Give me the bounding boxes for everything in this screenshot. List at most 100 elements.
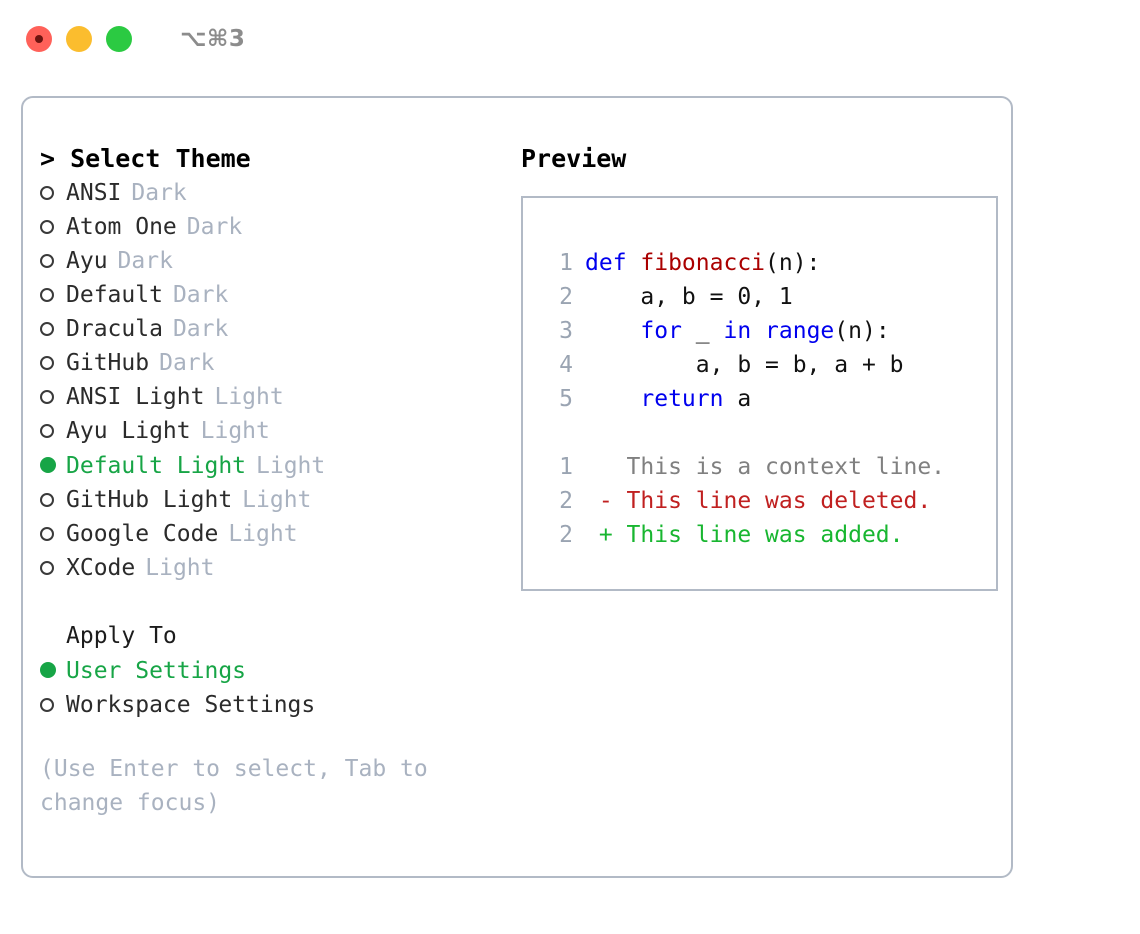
theme-name: Default <box>66 282 163 308</box>
radio-unselected-icon <box>40 483 66 517</box>
list-spacer <box>40 585 506 619</box>
code-token: return <box>640 386 724 412</box>
code-token <box>585 386 640 412</box>
diff-line: 2 + This line was added. <box>539 518 996 552</box>
theme-name: Ayu <box>66 248 108 274</box>
code-token: (n): <box>834 318 890 344</box>
radio-unselected-icon <box>40 688 66 722</box>
diff-text: + This line was added. <box>585 522 904 548</box>
diff-line: 2 - This line was deleted. <box>539 484 996 518</box>
theme-name: Default Light <box>66 453 247 479</box>
code-line: 5 return a <box>539 382 996 416</box>
code-token: def <box>585 250 641 276</box>
code-line: 2 a, b = 0, 1 <box>539 280 996 314</box>
help-text: (Use Enter to select, Tab to change focu… <box>40 756 442 816</box>
keyboard-shortcut-label: ⌥⌘3 <box>180 26 246 52</box>
theme-variant-tag: Dark <box>172 282 229 308</box>
code-token: (n): <box>765 250 821 276</box>
code-token <box>751 318 765 344</box>
code-text: def fibonacci(n): <box>585 246 820 280</box>
theme-variant-tag: Light <box>228 521 298 547</box>
theme-name: Google Code <box>66 521 219 547</box>
theme-list-item[interactable]: Ayu Light Light <box>40 414 506 448</box>
code-text: a, b = 0, 1 <box>585 280 793 314</box>
theme-variant-tag: Dark <box>131 180 187 206</box>
theme-name: GitHub <box>66 350 150 376</box>
radio-unselected-icon <box>40 312 66 346</box>
apply-to-label: Workspace Settings <box>66 692 316 718</box>
minimize-window-button[interactable] <box>66 26 92 52</box>
line-number: 3 <box>559 318 573 344</box>
title-bar: ⌥⌘3 <box>0 0 1140 78</box>
theme-list-item[interactable]: Ayu Dark <box>40 244 506 278</box>
theme-variant-tag: Light <box>200 418 270 444</box>
theme-list-item[interactable]: Google Code Light <box>40 517 506 551</box>
line-number: 5 <box>559 386 573 412</box>
code-token: _ <box>681 318 724 344</box>
diff-text: - This line was deleted. <box>585 488 932 514</box>
code-text: return a <box>585 382 751 416</box>
radio-unselected-icon <box>40 414 66 448</box>
theme-list-item[interactable]: Dracula Dark <box>40 312 506 346</box>
line-number: 4 <box>559 352 573 378</box>
radio-unselected-icon <box>40 517 66 551</box>
line-number: 1 <box>559 454 573 480</box>
radio-unselected-icon <box>40 176 66 210</box>
preview-heading: Preview <box>521 144 627 173</box>
code-token: in <box>723 318 752 344</box>
code-token: a, b = b, a + b <box>585 352 904 378</box>
apply-to-heading: Apply To <box>66 623 177 649</box>
code-token: range <box>765 318 835 344</box>
code-text: a, b = b, a + b <box>585 348 904 382</box>
radio-selected-icon <box>40 448 66 482</box>
radio-unselected-icon <box>40 380 66 414</box>
line-number: 2 <box>559 284 573 310</box>
radio-unselected-icon <box>40 278 66 312</box>
theme-variant-tag: Dark <box>117 248 173 274</box>
theme-list-item[interactable]: ANSI Dark <box>40 176 506 210</box>
apply-to-label: User Settings <box>66 658 247 684</box>
theme-variant-tag: Light <box>214 384 284 410</box>
apply-to-item[interactable]: User Settings <box>40 653 506 688</box>
theme-name: ANSI <box>66 180 122 206</box>
theme-list-item[interactable]: GitHub Light Light <box>40 483 506 517</box>
theme-list-item[interactable]: Default Dark <box>40 278 506 312</box>
theme-name: Ayu Light <box>66 418 191 444</box>
diff-line: 1 This is a context line. <box>539 450 996 484</box>
close-icon <box>35 35 43 43</box>
theme-name: ANSI Light <box>66 384 205 410</box>
close-window-button[interactable] <box>26 26 52 52</box>
diff-text: This is a context line. <box>585 454 946 480</box>
theme-variant-tag: Light <box>242 487 312 513</box>
code-token <box>585 318 640 344</box>
theme-list-item[interactable]: ANSI Light Light <box>40 380 506 414</box>
diff-sample: 1 This is a context line.2 - This line w… <box>539 450 996 552</box>
theme-variant-tag: Dark <box>172 316 229 342</box>
radio-unselected-icon <box>40 244 66 278</box>
line-number: 2 <box>559 488 573 514</box>
line-number: 2 <box>559 522 573 548</box>
apply-to-item[interactable]: Workspace Settings <box>40 688 506 722</box>
theme-name: GitHub Light <box>66 487 233 513</box>
code-line: 3 for _ in range(n): <box>539 314 996 348</box>
code-token: a, b = 0, 1 <box>585 284 793 310</box>
maximize-window-button[interactable] <box>106 26 132 52</box>
radio-unselected-icon <box>40 210 66 244</box>
radio-unselected-icon <box>40 551 66 585</box>
code-token: for <box>640 318 682 344</box>
theme-name: Dracula <box>66 316 163 342</box>
